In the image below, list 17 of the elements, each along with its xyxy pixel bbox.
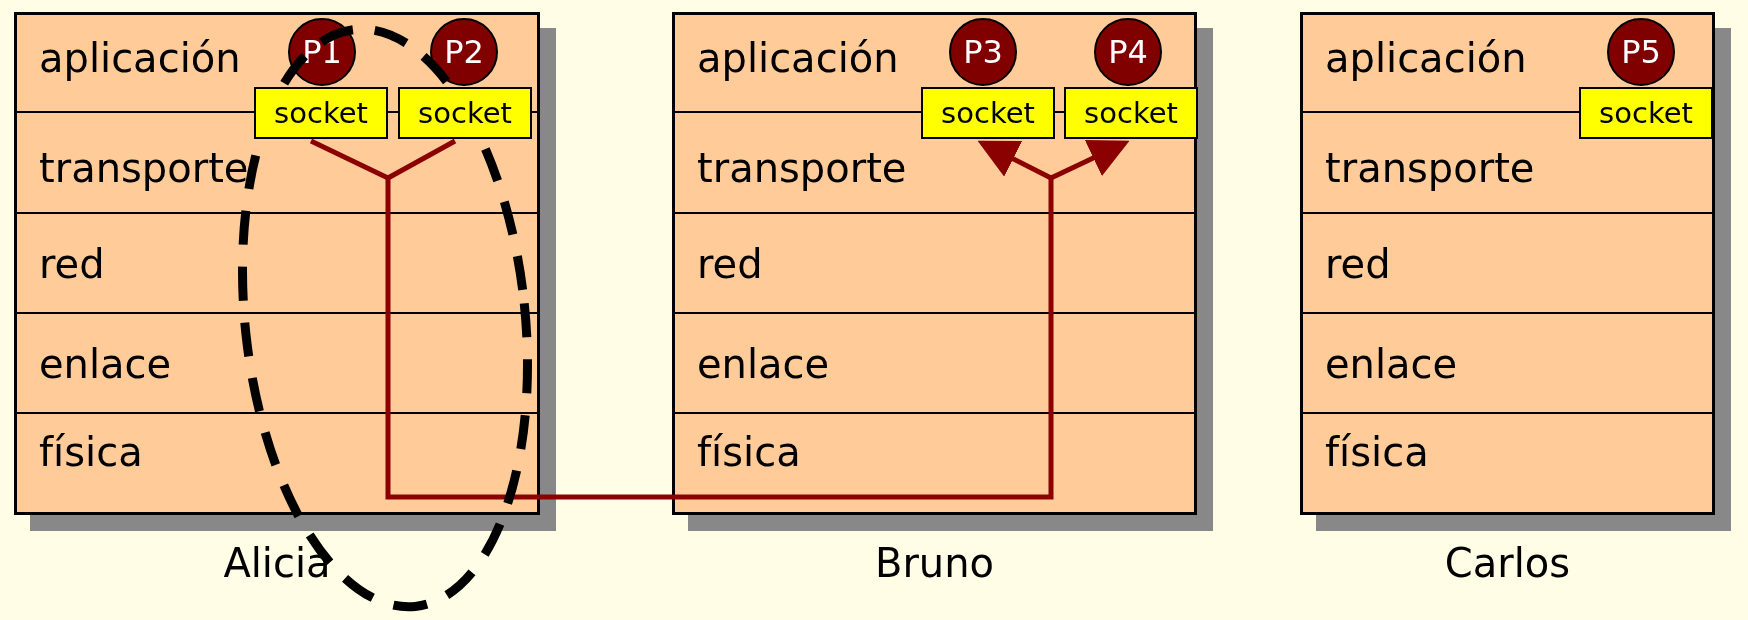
connector-line [309, 138, 390, 181]
process-circle: P2 [430, 18, 498, 86]
process-circle: P3 [949, 18, 1017, 86]
arrow [977, 140, 1053, 181]
host-name: Carlos [1444, 540, 1571, 586]
connector-line [385, 178, 1054, 500]
process-circle: P4 [1094, 18, 1162, 86]
socket-label: socket [1579, 87, 1713, 139]
host-name: Alicia [223, 540, 331, 586]
socket-label: socket [398, 87, 532, 139]
process-circle: P5 [1607, 18, 1675, 86]
host-name: Bruno [874, 540, 995, 586]
socket-label: socket [254, 87, 388, 139]
socket-label: socket [921, 87, 1055, 139]
connector-line [386, 138, 457, 181]
socket-label: socket [1064, 87, 1198, 139]
arrow [1049, 139, 1130, 181]
